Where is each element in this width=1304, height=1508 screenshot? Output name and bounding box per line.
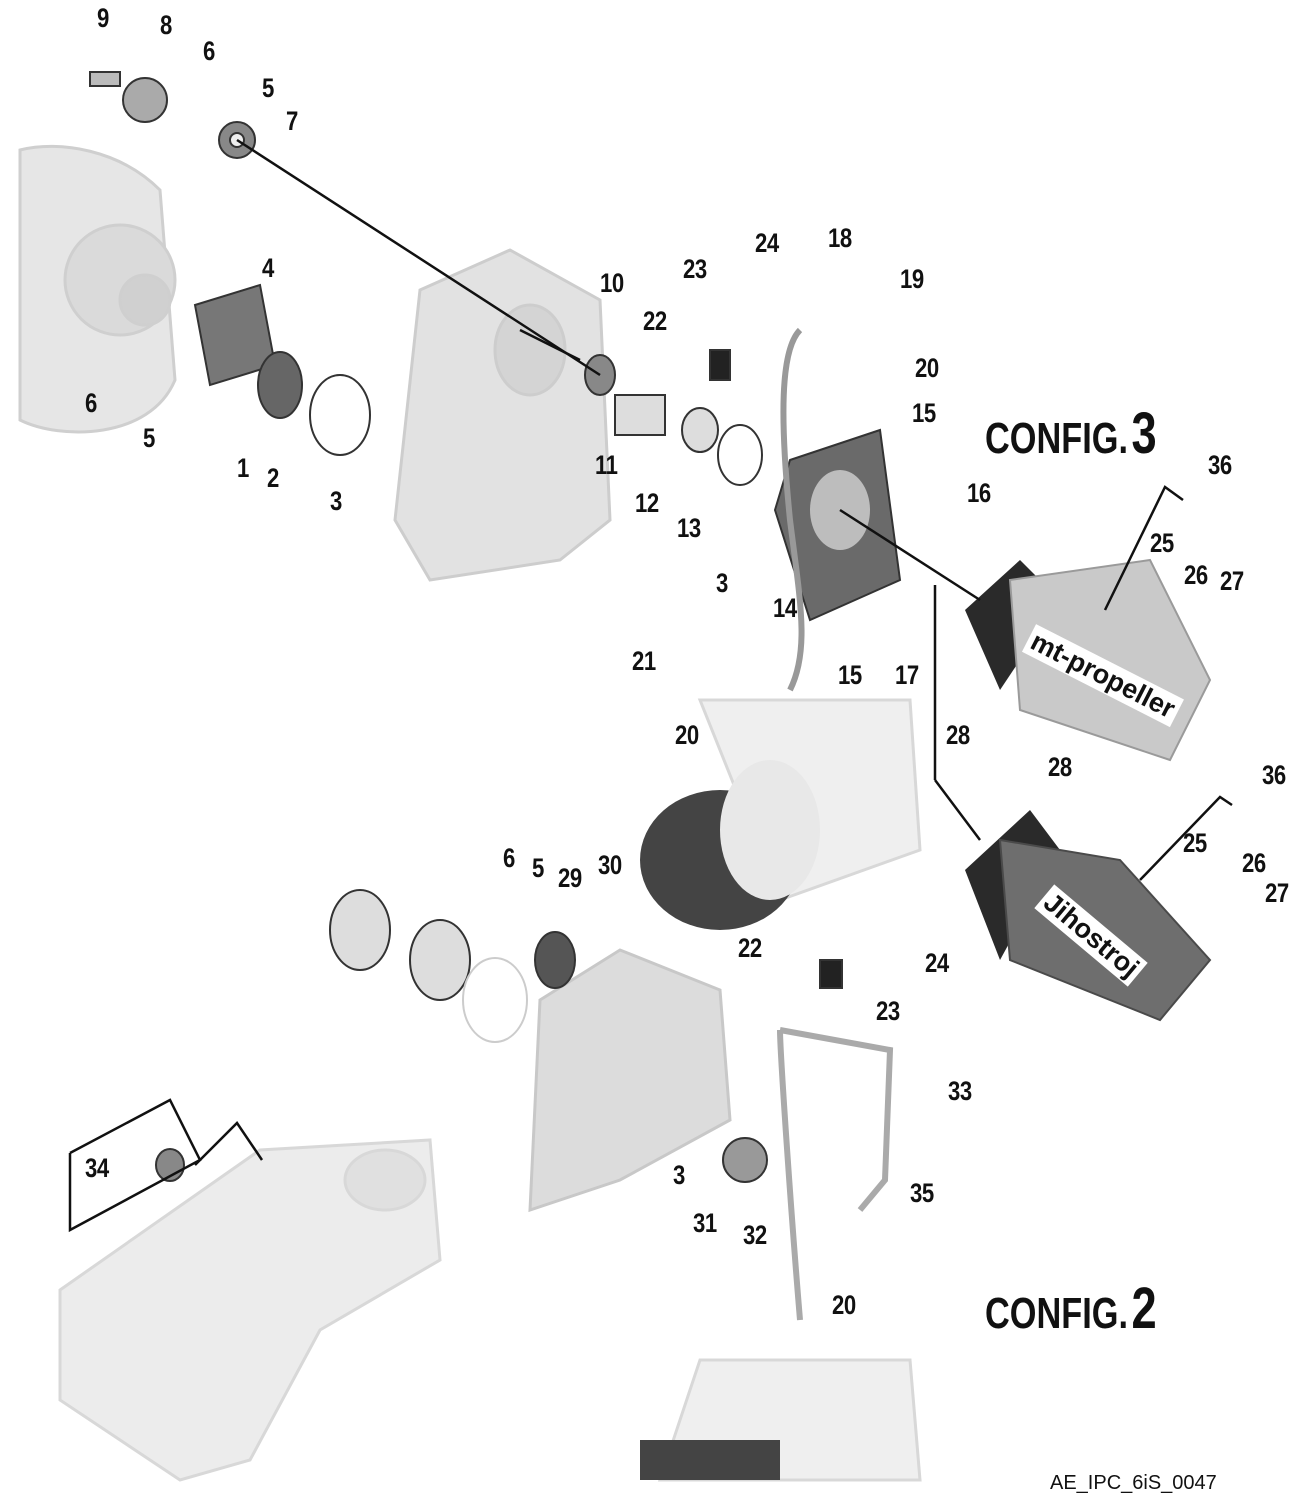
callout: 16: [967, 478, 991, 508]
callout: 13: [677, 513, 701, 543]
callout: 9: [97, 3, 109, 33]
oil-filter-config3: [640, 698, 922, 930]
callout: 14: [773, 593, 797, 623]
leader-lines: [68, 138, 1233, 1233]
callout: 3: [716, 568, 728, 598]
callout: 6: [503, 843, 515, 873]
callout: 35: [910, 1178, 934, 1208]
figure-id-label: AE_IPC_6iS_0047: [1050, 1472, 1217, 1494]
callout: 33: [948, 1076, 972, 1106]
callout: 20: [832, 1290, 856, 1320]
callout: 2: [267, 463, 279, 493]
config-2-label: CONFIG. 2: [985, 1276, 1157, 1341]
callout: 4: [262, 253, 274, 283]
callout: 22: [738, 933, 762, 963]
pump-housing-14: [773, 428, 902, 622]
callout: 17: [895, 660, 919, 690]
callout: 24: [755, 228, 779, 258]
callout: 36: [1208, 450, 1232, 480]
callout: 20: [675, 720, 699, 750]
small-parts: [89, 71, 894, 1321]
callout: 5: [532, 853, 544, 883]
callout: 28: [946, 720, 970, 750]
config-3-label: CONFIG. 3: [985, 401, 1157, 466]
callout: 26: [1242, 848, 1266, 878]
callout: 28: [1048, 752, 1072, 782]
callout: 23: [683, 254, 707, 284]
callout: 18: [828, 223, 852, 253]
callout: 6: [203, 36, 215, 66]
callout: 24: [925, 948, 949, 978]
callout: 19: [900, 264, 924, 294]
callout: 23: [876, 996, 900, 1026]
callout: 8: [160, 10, 172, 40]
callout: 32: [743, 1220, 767, 1250]
callout: 7: [286, 106, 298, 136]
callout: 26: [1184, 560, 1208, 590]
oil-filter-config2: [640, 1358, 922, 1482]
callout: 10: [600, 268, 624, 298]
callout: 3: [673, 1160, 685, 1190]
background-gear-assembly: [18, 144, 177, 434]
callout: 22: [643, 306, 667, 336]
callout: 1: [237, 453, 249, 483]
callout: 12: [635, 488, 659, 518]
callout: 3: [330, 486, 342, 516]
gear-cover-config3: [393, 248, 612, 582]
callout: 36: [1262, 760, 1286, 790]
callout: 29: [558, 863, 582, 893]
callout: 25: [1150, 528, 1174, 558]
callout: 27: [1265, 878, 1289, 908]
callout: 11: [595, 450, 618, 480]
callout: 6: [85, 388, 97, 418]
callout: 15: [912, 398, 936, 428]
intake-manifold: [58, 1138, 442, 1482]
callout: 30: [598, 850, 622, 880]
inner-gear-cover-config2: [528, 948, 732, 1213]
callout: 5: [143, 423, 155, 453]
callout: 20: [915, 353, 939, 383]
callout: 15: [838, 660, 862, 690]
callout: 34: [85, 1153, 109, 1183]
callout: 5: [262, 73, 274, 103]
callout: 27: [1220, 566, 1244, 596]
callout: 31: [693, 1208, 717, 1238]
callout: 25: [1183, 828, 1207, 858]
callout: 21: [632, 646, 656, 676]
